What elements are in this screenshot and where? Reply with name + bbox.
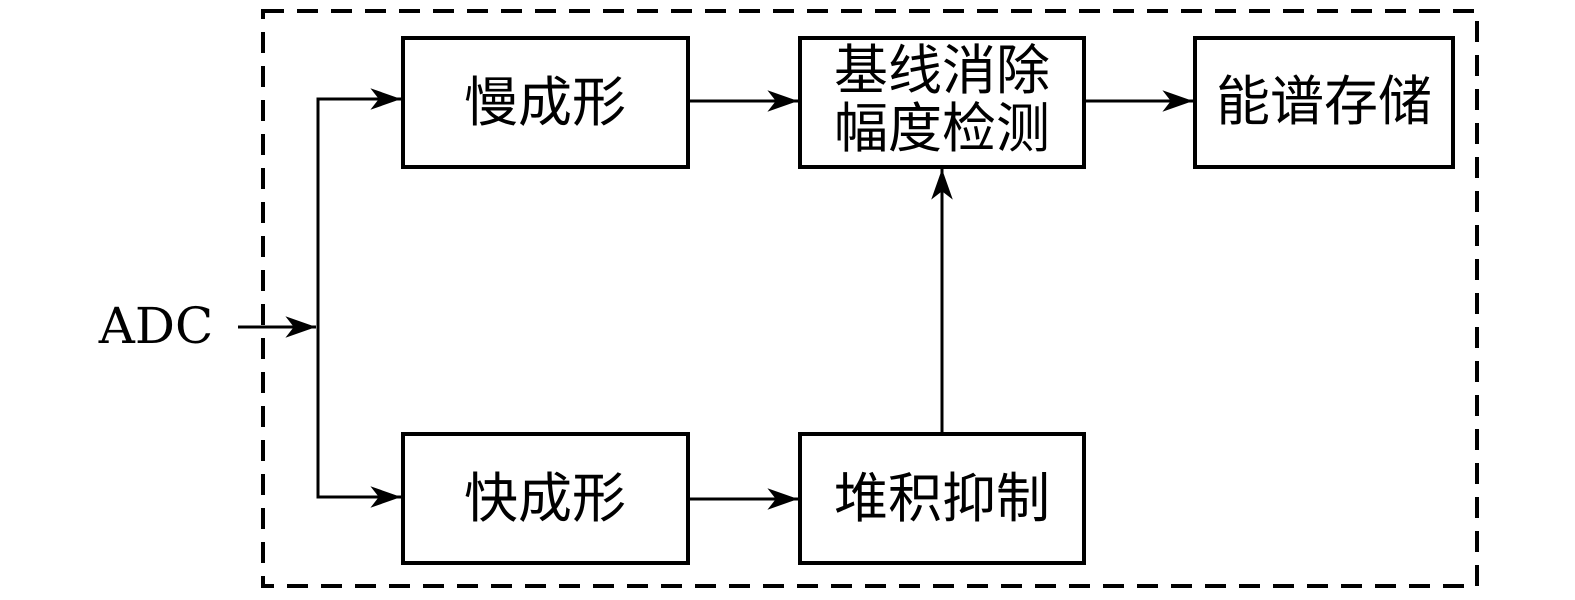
node-pileup-rejection-label: 堆积抑制 — [834, 467, 1050, 530]
node-spectrum-storage: 能谱存储 — [1193, 36, 1455, 169]
node-spectrum-storage-label: 能谱存储 — [1216, 70, 1432, 133]
node-spectrum-storage-box — [1193, 36, 1455, 169]
node-pileup-rejection: 堆积抑制 — [798, 432, 1086, 565]
node-slow-shaping: 慢成形 — [401, 36, 690, 169]
node-slow-shaping-box — [401, 36, 690, 169]
node-slow-shaping-label: 慢成形 — [464, 71, 626, 134]
node-fast-shaping: 快成形 — [401, 432, 690, 565]
node-baseline-amplitude-label-line1: 基线消除 — [834, 39, 1050, 102]
node-fast-shaping-label: 快成形 — [464, 467, 626, 530]
node-baseline-amplitude: 基线消除 幅度检测 — [798, 36, 1086, 169]
adc-label: ADC — [98, 297, 213, 355]
node-baseline-amplitude-box — [798, 36, 1086, 169]
node-fast-shaping-box — [401, 432, 690, 565]
node-baseline-amplitude-label-line2: 幅度检测 — [834, 97, 1050, 160]
dashed-boundary — [261, 9, 1479, 588]
node-pileup-rejection-box — [798, 432, 1086, 565]
